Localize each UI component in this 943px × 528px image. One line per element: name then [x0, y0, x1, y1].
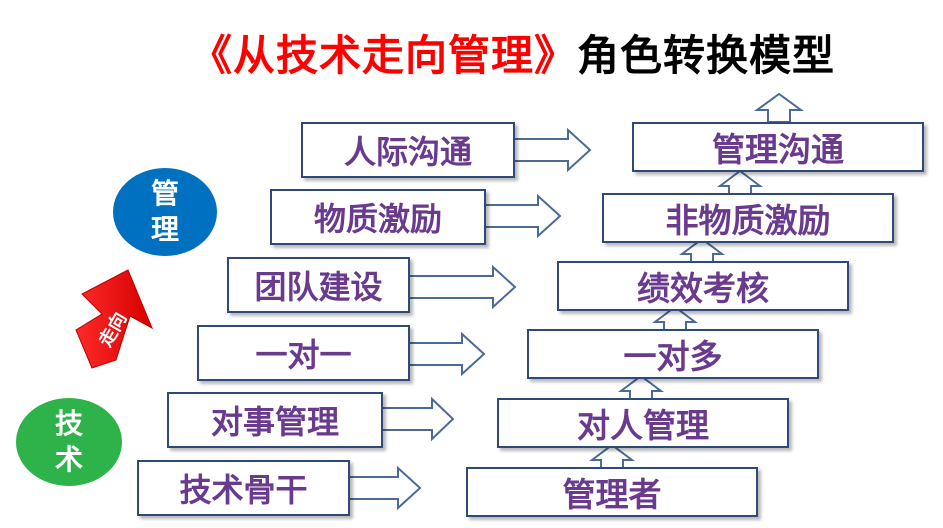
transition-arrow: [75, 269, 154, 369]
tech-circle: 技 术: [16, 398, 122, 486]
h-arrow-3: [407, 264, 517, 310]
h-arrow-1: [512, 127, 592, 173]
left-box-material-incentive: 物质激励: [270, 189, 486, 245]
horizontal-arrows: [347, 127, 592, 511]
h-arrow-5: [380, 396, 455, 442]
tech-circle-char-1: 技: [54, 407, 83, 440]
left-box-task-management: 对事管理: [167, 392, 383, 448]
manage-circle-char-2: 理: [150, 213, 179, 246]
manage-circle: 管 理: [113, 168, 217, 256]
tech-circle-char-2: 术: [54, 443, 83, 476]
right-box-performance-review: 绩效考核: [557, 261, 849, 311]
right-box-manager: 管理者: [466, 467, 758, 517]
left-box-team-building: 团队建设: [227, 257, 410, 313]
h-arrow-6: [347, 465, 422, 511]
v-arrow-6: [589, 443, 635, 469]
right-box-management-communication: 管理沟通: [632, 122, 924, 172]
right-box-people-management: 对人管理: [497, 398, 789, 448]
h-arrow-2: [483, 193, 562, 239]
v-arrow-1: [753, 92, 805, 123]
title-red-part: 《从技术走向管理》: [190, 31, 578, 80]
left-box-one-to-one: 一对一: [197, 325, 410, 381]
v-arrow-2: [717, 169, 763, 195]
h-arrow-4: [407, 331, 486, 377]
page-title: 《从技术走向管理》角色转换模型: [190, 22, 835, 83]
vertical-arrows: [589, 92, 805, 469]
manage-circle-char-1: 管: [150, 177, 179, 210]
right-box-one-to-many: 一对多: [527, 329, 819, 379]
title-black-part: 角色转换模型: [577, 31, 836, 80]
v-arrow-3: [679, 237, 725, 263]
left-box-interpersonal: 人际沟通: [301, 122, 515, 178]
left-box-tech-backbone: 技术骨干: [137, 460, 350, 516]
right-box-non-material-incentive: 非物质激励: [602, 193, 894, 243]
v-arrow-4: [652, 305, 698, 331]
v-arrow-5: [618, 374, 664, 400]
